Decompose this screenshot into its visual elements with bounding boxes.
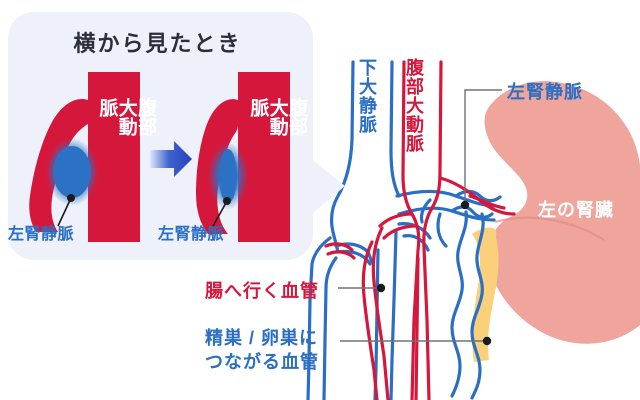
inferior-vena-cava-label: 下大静脈	[357, 58, 377, 134]
adrenal-fat-structure	[472, 227, 499, 362]
leader-dot-gut	[376, 283, 386, 293]
leader-dot-gonadal	[482, 336, 492, 346]
vein-dot-a	[67, 194, 75, 202]
kidney-hilum-crease	[494, 216, 605, 241]
leader-dot-lrv	[460, 200, 470, 210]
left-renal-vein-label: 左腎静脈	[507, 82, 583, 102]
vein-dot-b	[223, 197, 231, 205]
leader-lines	[338, 89, 502, 346]
arterial-vessels	[324, 60, 516, 400]
callout-title: 横から見たとき	[73, 31, 242, 56]
abdominal-aorta-label: 腹部大動脈	[404, 58, 424, 153]
callout-panel-normal	[29, 72, 140, 242]
callout-left-renal-vein-label-normal: 左腎静脈	[8, 226, 75, 243]
transition-arrow	[150, 141, 192, 177]
callout-left-renal-vein-label-compressed: 左腎静脈	[158, 226, 225, 243]
left-renal-vein-a	[53, 146, 91, 198]
venous-vessels	[306, 60, 502, 400]
callout-panel-compressed	[196, 72, 290, 242]
left-renal-vein-b	[219, 149, 237, 203]
aorta-bar-a	[88, 72, 140, 242]
aorta-bar-b	[238, 72, 290, 242]
left-kidney-label: 左の腎臓	[538, 200, 614, 220]
gut-vessel-label: 腸へ行く血管	[205, 281, 319, 301]
gonadal-vessel-label: 精巣 / 卵巣に つながる血管	[205, 328, 319, 373]
left-kidney-organ	[484, 81, 640, 344]
callout-aorta-label-normal: 腹部 大動 脈	[96, 98, 157, 136]
kidney-body	[484, 81, 640, 344]
callout-aorta-label-compressed: 腹部 大動 脈	[247, 98, 308, 136]
